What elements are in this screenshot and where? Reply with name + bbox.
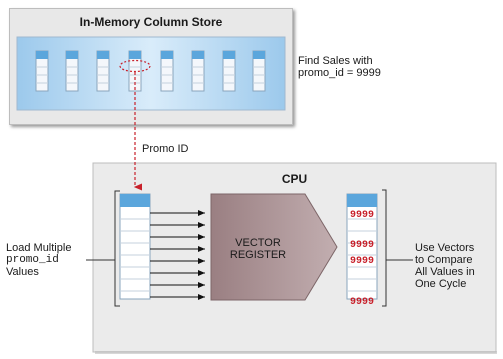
column — [191, 50, 205, 92]
promo-id-label: Promo ID — [142, 143, 189, 155]
query-line-2: promo_id = 9999 — [298, 67, 381, 79]
column — [222, 50, 236, 92]
column — [160, 50, 174, 92]
cpu-title: CPU — [281, 172, 308, 186]
load-arrows — [150, 210, 205, 300]
compare-label: Use Vectors to Compare All Values in One… — [415, 242, 475, 290]
column-store-title: In-Memory Column Store — [79, 15, 223, 29]
left-bracket — [114, 190, 120, 307]
compare-line-4: One Cycle — [415, 278, 467, 290]
register-line-2: REGISTER — [229, 249, 287, 261]
column — [96, 50, 110, 92]
match-value: 9999 — [349, 297, 374, 308]
column — [35, 50, 49, 92]
query-text: Find Sales with promo_id = 9999 — [298, 55, 381, 79]
compare-line-1: Use Vectors — [415, 242, 475, 254]
vector-register-shape — [210, 193, 338, 301]
compare-line-2: to Compare — [415, 254, 473, 266]
match-value: 9999 — [349, 256, 374, 267]
load-line-1: Load Multiple — [6, 242, 72, 254]
input-vector — [119, 193, 151, 300]
load-label: Load Multiple promo_id Values — [6, 242, 71, 278]
load-line-2: promo_id — [6, 254, 59, 266]
result-vector — [346, 193, 378, 300]
compare-line-3: All Values in — [415, 266, 475, 278]
match-value: 9999 — [349, 210, 374, 221]
query-line-1: Find Sales with — [298, 55, 373, 67]
column — [252, 50, 266, 92]
promo-highlight-ellipse — [119, 59, 151, 73]
match-value: 9999 — [349, 240, 374, 251]
register-line-1: VECTOR — [235, 237, 281, 249]
vector-register-label: VECTOR REGISTER — [211, 237, 305, 261]
column — [65, 50, 79, 92]
right-bracket — [382, 189, 387, 307]
column-store-area — [16, 36, 286, 111]
load-line-3: Values — [6, 266, 39, 278]
